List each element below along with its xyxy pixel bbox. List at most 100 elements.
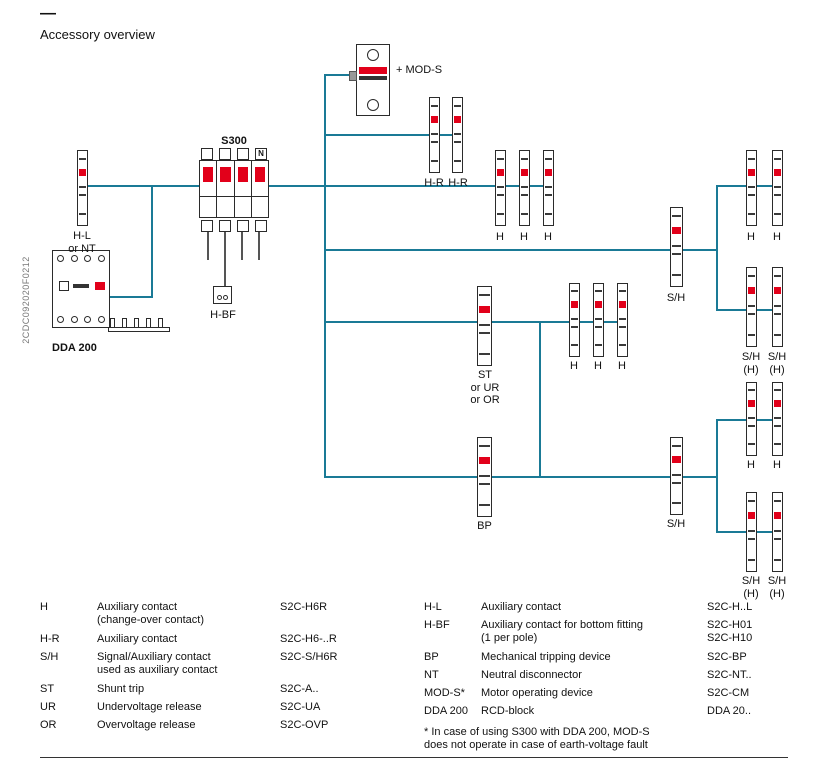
legend-part: S2C-CM xyxy=(707,687,750,699)
device-marking xyxy=(672,253,681,256)
device-marking xyxy=(774,424,781,427)
document-code-vertical: 2CDC092020F0212 xyxy=(21,256,31,344)
legend-abbr: UR xyxy=(40,701,56,713)
terminal-circle xyxy=(70,255,78,262)
legend-desc: Neutral disconnector xyxy=(481,669,582,681)
device-shh-top-1-label: S/H (H) xyxy=(741,351,761,376)
terminal-circle xyxy=(97,316,105,323)
device-marking xyxy=(748,416,755,419)
connector-h-r-branch xyxy=(324,134,458,136)
device-marking xyxy=(619,325,626,328)
device-marking xyxy=(79,193,86,196)
device-marking xyxy=(521,157,528,160)
device-marking xyxy=(748,389,755,392)
legend-part: S2C-UA xyxy=(280,701,321,713)
connector-mid-vertical xyxy=(539,321,541,478)
device-marking xyxy=(497,157,504,160)
device-marking xyxy=(79,157,86,160)
device-marking xyxy=(748,304,755,307)
legend-abbr: S/H xyxy=(40,651,59,663)
s300-pin xyxy=(207,232,209,260)
legend-row-s-h: S/H Signal/Auxiliary contact used as aux… xyxy=(40,651,410,702)
device-dda-200 xyxy=(52,250,110,328)
device-marking xyxy=(497,185,504,188)
device-marking xyxy=(595,317,602,320)
device-marking xyxy=(431,104,438,107)
device-marking xyxy=(479,445,490,448)
device-marking xyxy=(497,193,504,196)
s300-pin xyxy=(258,232,260,260)
device-sh-lower xyxy=(670,437,683,515)
device-marking xyxy=(672,482,681,485)
device-red-stripe xyxy=(748,168,755,176)
legend-abbr: MOD-S* xyxy=(424,687,465,699)
device-red-stripe xyxy=(748,400,755,408)
device-marking xyxy=(479,483,490,486)
device-marking xyxy=(454,160,461,163)
device-red-stripe xyxy=(454,115,461,123)
device-st-label: ST or UR or OR xyxy=(470,369,500,406)
device-h-mid-1 xyxy=(569,283,580,357)
legend-row-st: ST Shunt trip S2C-A.. xyxy=(40,683,410,734)
device-marking xyxy=(774,443,781,446)
device-h-top-1-label: H xyxy=(496,231,504,243)
s300-module xyxy=(252,161,268,217)
device-red-stripe xyxy=(619,301,626,309)
terminal-circle xyxy=(84,316,92,323)
device-red-stripe xyxy=(748,511,755,519)
device-h-right-top-1-label: H xyxy=(747,231,755,243)
connector-right-vertical-low xyxy=(716,419,718,533)
device-h-right-top-1 xyxy=(746,150,757,226)
device-h-r-2-label: H-R xyxy=(448,177,468,189)
device-red-stripe xyxy=(774,168,781,176)
terminal-circle xyxy=(97,255,105,262)
mod-s-knob-top xyxy=(367,49,379,61)
legend-row-h: H Auxiliary contact (change-over contact… xyxy=(40,601,410,652)
s300-terminal xyxy=(237,220,249,232)
legend-desc: Motor operating device xyxy=(481,687,593,699)
device-marking xyxy=(774,313,781,316)
device-marking xyxy=(672,244,681,247)
terminal-circle xyxy=(57,255,64,262)
device-marking xyxy=(521,213,528,216)
device-red-stripe xyxy=(672,456,681,464)
bottom-rule xyxy=(40,757,788,758)
s300-terminal xyxy=(237,148,249,160)
top-dash: — xyxy=(40,5,56,22)
legend-desc: Auxiliary contact xyxy=(481,601,562,613)
h-bf-terminal xyxy=(223,295,228,300)
legend-row-ur: UR Undervoltage release S2C-UA xyxy=(40,701,410,752)
device-h-mid-2-label: H xyxy=(594,360,602,372)
device-h-right-low-2-label: H xyxy=(773,459,781,471)
connector-right-vertical-top xyxy=(716,185,718,311)
device-shh-top-2-label: S/H (H) xyxy=(767,351,787,376)
legend-part: S2C-H6-..R xyxy=(280,633,337,645)
device-marking xyxy=(479,474,490,477)
legend-row-h-l: H-L Auxiliary contact S2C-H..L xyxy=(424,601,804,652)
legend-desc: Signal/Auxiliary contact used as auxilia… xyxy=(97,651,218,676)
device-red-stripe xyxy=(479,456,490,464)
dda-red-marking xyxy=(95,282,105,290)
device-st-ur-or xyxy=(477,286,492,366)
device-shh-low-2-label: S/H (H) xyxy=(767,575,787,600)
device-marking xyxy=(774,416,781,419)
s300-toggle xyxy=(237,167,248,182)
device-marking xyxy=(571,290,578,293)
device-marking xyxy=(571,344,578,347)
device-red-stripe xyxy=(79,168,86,176)
terminal-circle xyxy=(70,316,78,323)
s300-toggle xyxy=(220,167,231,182)
device-shh-low-2 xyxy=(772,492,783,572)
device-h-top-3-label: H xyxy=(544,231,552,243)
s300-pin-to-hbf xyxy=(224,232,226,286)
dda-test-button xyxy=(59,281,69,291)
device-marking xyxy=(748,333,755,336)
device-marking xyxy=(431,160,438,163)
device-marking xyxy=(774,529,781,532)
device-red-stripe xyxy=(521,168,528,176)
connector-main-right xyxy=(268,185,550,187)
legend-desc: Auxiliary contact for bottom fitting (1 … xyxy=(481,619,644,644)
legend-desc: Undervoltage release xyxy=(97,701,202,713)
legend-row-dda-200: DDA 200 RCD-block DDA 20.. xyxy=(424,705,804,756)
legend-abbr: BP xyxy=(424,651,439,663)
